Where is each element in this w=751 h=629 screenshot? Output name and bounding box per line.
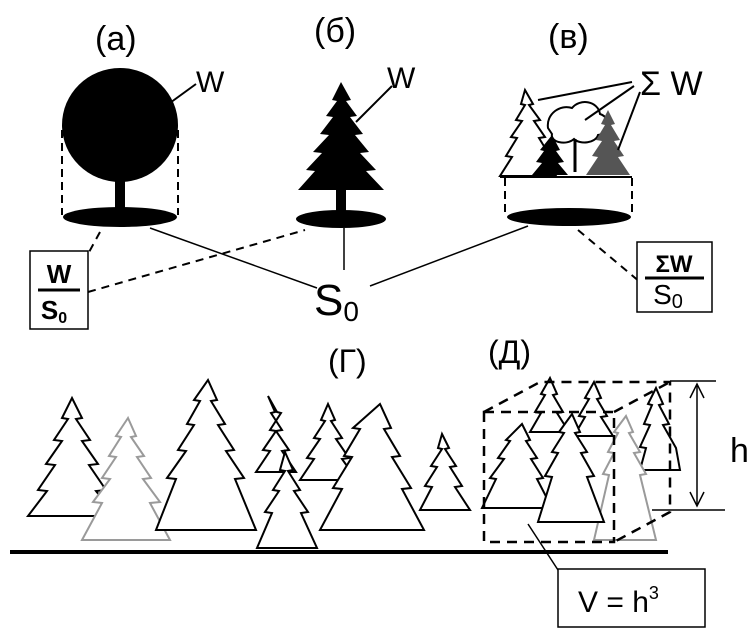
formula-box-sigma-w-over-s0: ΣW S0: [636, 241, 713, 313]
w-b-pointer: [355, 85, 393, 123]
panel-label-v: (в): [548, 18, 589, 56]
formula-left-numerator: W: [47, 259, 72, 289]
volume-formula: V = h3: [578, 583, 659, 619]
w-a-pointer: [162, 83, 197, 109]
w-b-label: W: [387, 62, 416, 95]
mixed-stand-v: [498, 87, 633, 226]
sigma-w-pointers: [537, 81, 641, 151]
deciduous-tree-a: [61, 68, 179, 227]
panel-label-a: (а): [95, 20, 137, 58]
formula-right-numerator: ΣW: [655, 251, 692, 278]
conifer-tree-b: [296, 82, 386, 228]
panel-label-b: (б): [314, 12, 356, 50]
s0-connectors: [149, 225, 529, 289]
cube-trees-d: [480, 375, 682, 541]
panel-label-g: (Г): [328, 343, 367, 379]
panel-label-d: (Д): [488, 334, 531, 370]
cube-outline: [482, 380, 672, 544]
sigma-w-label: Σ W: [640, 65, 703, 103]
formula-box-w-over-s0: W S0: [29, 250, 89, 330]
formula-box-volume: V = h3: [557, 568, 706, 628]
formula-left-denominator: S0: [41, 295, 67, 327]
height-label: h: [730, 432, 749, 470]
height-dimension: [652, 380, 725, 511]
formula-right-denominator: S0: [653, 279, 683, 313]
formula-connectors: [87, 229, 641, 293]
s0-label: S0: [314, 276, 359, 327]
volume-connector: [527, 523, 559, 571]
forest-stand-g: [25, 377, 472, 549]
w-a-label: W: [196, 66, 225, 99]
